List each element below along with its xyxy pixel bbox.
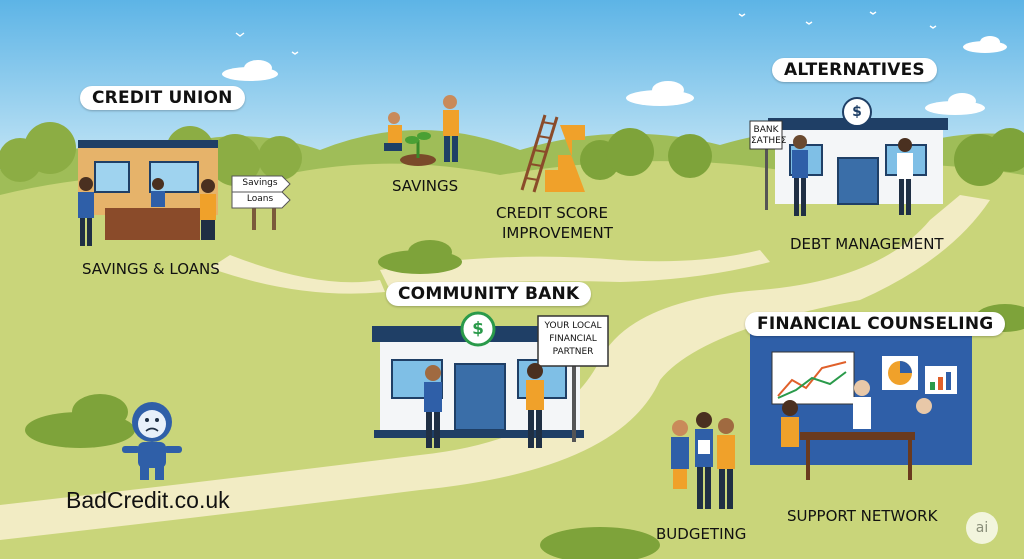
credit-score-ladder (520, 114, 585, 193)
community-bank-building (372, 311, 609, 442)
counseling-people (781, 380, 933, 447)
community-bank-dollar-icon: $ (472, 319, 484, 339)
brand-logo-text: BadCredit.co.uk (66, 487, 230, 513)
ai-watermark: ai (966, 512, 998, 544)
community-sign-line3: PARTNER (552, 347, 594, 357)
birds (235, 11, 937, 55)
signpost-text-bottom: Loans (246, 194, 274, 204)
credit-union-people (78, 177, 216, 246)
shrubs (25, 240, 1024, 559)
credit-union-title: CREDIT UNION (80, 86, 245, 110)
credit-score-label-line2: IMPROVEMENT (502, 224, 613, 242)
budgeting-label: BUDGETING (656, 525, 747, 543)
alternatives-title: ALTERNATIVES (772, 58, 937, 82)
path-branch (380, 250, 770, 290)
community-bank-people (424, 363, 544, 448)
path-left (210, 255, 385, 294)
savings-loans-label: SAVINGS & LOANS (82, 260, 220, 278)
savings-scene (384, 95, 459, 166)
path (0, 195, 990, 540)
community-sign-line2: FINANCIAL (549, 334, 597, 344)
alternatives-dollar-icon: $ (852, 104, 862, 120)
alternatives-sign-line1: BANK (753, 125, 779, 135)
signpost-text-top: Savings (242, 178, 278, 188)
savings-label: SAVINGS (392, 177, 459, 195)
alternatives-people (792, 135, 913, 216)
credit-union-building (78, 140, 218, 240)
credit-score-label-line1: CREDIT SCORE (496, 204, 608, 222)
alternatives-sign-line2: ΣΑΤΗΕΣ (751, 136, 787, 146)
community-sign-line1: YOUR LOCAL (544, 321, 602, 331)
community-bank-title: COMMUNITY BANK (386, 282, 592, 306)
signpost (231, 175, 291, 230)
sad-mascot (122, 402, 182, 480)
clouds (222, 36, 1007, 115)
tree-cluster-right (580, 128, 1024, 186)
budgeting-group (671, 412, 735, 509)
support-network-label: SUPPORT NETWORK (787, 507, 938, 525)
debt-management-label: DEBT MANAGEMENT (790, 235, 944, 253)
financial-counseling-title: FINANCIAL COUNSELING (745, 312, 1006, 336)
